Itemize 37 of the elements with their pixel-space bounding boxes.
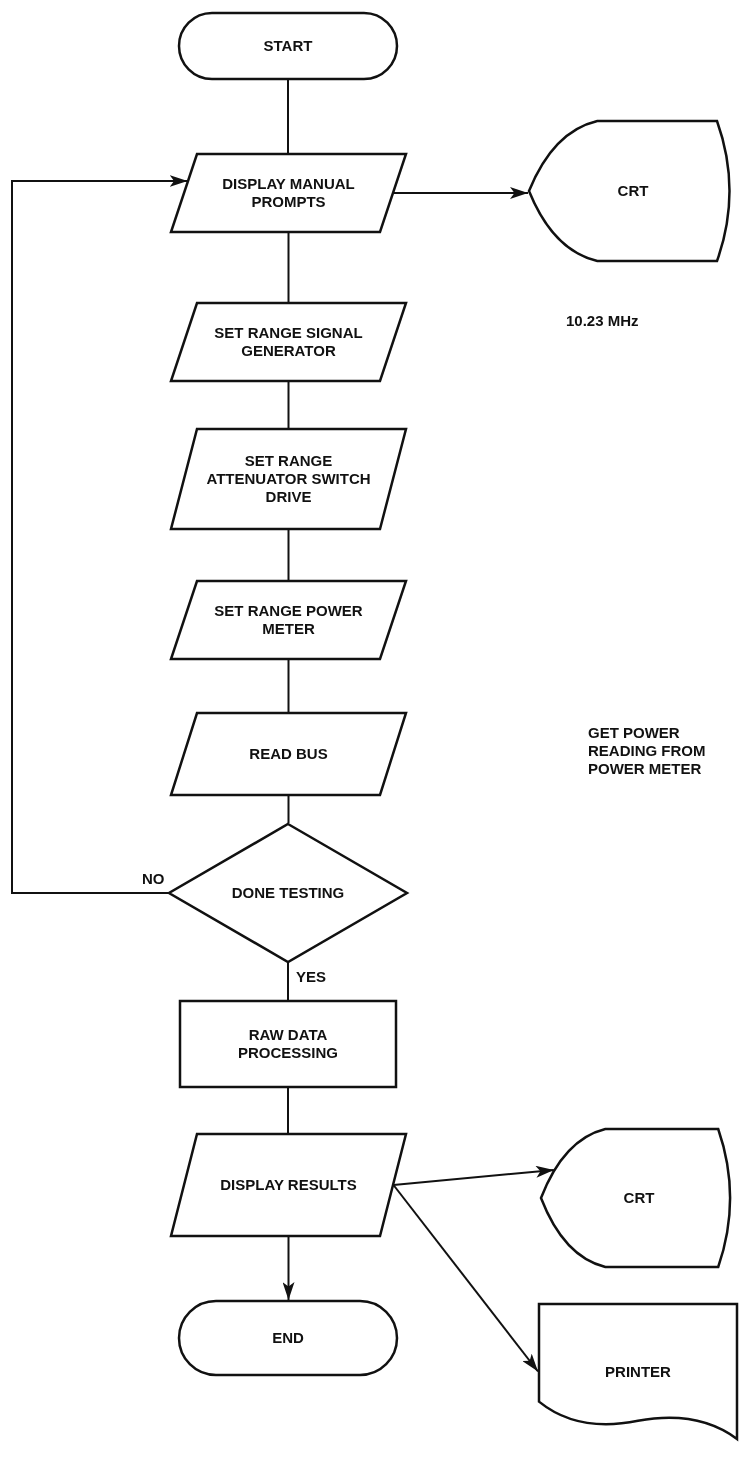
input-output-parallelogram — [170, 580, 407, 660]
node-label: RAW DATA PROCESSING — [237, 1026, 339, 1062]
connector-line — [287, 795, 290, 824]
node-label: DONE TESTING — [230, 884, 346, 902]
arrow — [392, 1165, 555, 1186]
connector-line — [287, 1087, 289, 1134]
document-shape — [538, 1303, 738, 1440]
node-label: SET RANGE SIGNAL GENERATOR — [213, 324, 364, 360]
input-output-parallelogram — [170, 428, 407, 530]
input-output-parallelogram — [170, 1133, 407, 1237]
annotation-text: GET POWER READING FROM POWER METER — [588, 724, 707, 778]
node-label: SET RANGE POWER METER — [213, 602, 364, 638]
node-label: CRT — [616, 182, 650, 200]
process-box — [179, 1000, 397, 1088]
arrow — [392, 1184, 539, 1373]
connector-line — [287, 381, 290, 429]
connector-line — [287, 529, 290, 581]
node-label: SET RANGE ATTENUATOR SWITCH DRIVE — [205, 452, 372, 506]
node-label: DISPLAY RESULTS — [219, 1176, 358, 1194]
arrow — [11, 175, 189, 894]
annotation-text: 10.23 MHz — [566, 312, 640, 330]
connector-line — [287, 79, 289, 154]
node-label: START — [262, 37, 314, 55]
input-output-parallelogram — [170, 302, 407, 382]
connector-line — [287, 962, 289, 1001]
terminator — [178, 12, 398, 80]
input-output-parallelogram — [170, 153, 407, 233]
node-label: PRINTER — [604, 1362, 672, 1381]
node-label: READ BUS — [248, 745, 329, 763]
arrow — [282, 1236, 295, 1301]
connector-line — [287, 659, 290, 713]
node-label: DISPLAY MANUAL PROMPTS — [221, 175, 356, 211]
decision-diamond — [168, 823, 408, 963]
connector-line — [287, 232, 290, 303]
node-label: END — [271, 1329, 305, 1347]
input-output-parallelogram — [170, 712, 407, 796]
node-label: CRT — [622, 1189, 656, 1207]
